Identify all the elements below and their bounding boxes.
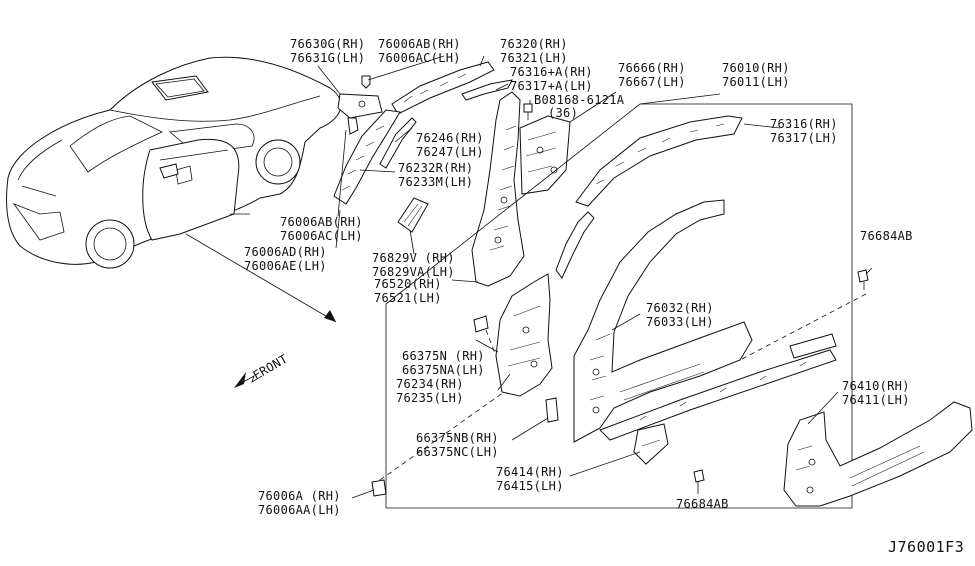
label-76316-lh: 76317(LH) [770,131,838,145]
label-76006AB-top-lh: 76006AC(LH) [378,51,461,65]
label-76006A-lh: 76006AA(LH) [258,503,341,517]
part-76246 [379,117,417,169]
front-arrow-icon: FRONT [234,352,290,388]
part-a-pillar-strip [555,211,595,279]
label-76246-lh: 76247(LH) [416,145,484,159]
label-76414-rh: 76414(RH) [496,465,564,479]
label-76006AB-mid-lh: 76006AC(LH) [280,229,363,243]
label-76010-rh: 76010(RH) [722,61,790,75]
label-76246-rh: 76246(RH) [416,131,484,145]
part-76414 [633,423,669,465]
label-76829-lh: 76829VA(LH) [372,265,455,279]
bolt-76684AB-bottom [693,469,705,483]
label-76010-lh: 76011(LH) [722,75,790,89]
leader-lines [317,55,873,499]
label-76006AB-mid-rh: 76006AB(RH) [280,215,363,229]
bolt-76684AB-top [857,269,869,290]
label-76032-rh: 76032(RH) [646,301,714,315]
label-76684AB-top: 76684AB [860,229,913,243]
label-76316A-lh: 76317+A(LH) [510,79,593,93]
part-76520 [471,91,525,287]
label-66375NB-lh: 66375NC(LH) [416,445,499,459]
label-76684AB-bottom: 76684AB [676,497,729,511]
label-08168: B08168-6121A [534,93,625,107]
label-76006A-rh: 76006A (RH) [258,489,341,503]
part-76630G [337,75,383,119]
label-76032-lh: 76033(LH) [646,315,714,329]
label-76410-lh: 76411(LH) [842,393,910,407]
clip-icon [347,117,359,135]
label-76232-rh: 76232R(RH) [398,161,473,175]
label-66375N-rh: 66375N (RH) [402,349,485,363]
part-76829 [397,197,429,233]
label-76630G-rh: 76630G(RH) [290,37,365,51]
part-76032 [573,199,753,443]
label-76006AD-rh: 76006AD(RH) [244,245,327,259]
clip-76006A [371,479,387,497]
part-76234 [495,273,553,397]
label-76414-lh: 76415(LH) [496,479,564,493]
part-76320 [391,61,495,115]
part-66375N [473,315,489,333]
label-76234-lh: 76235(LH) [396,391,464,405]
label-76234-rh: 76234(RH) [396,377,464,391]
label-76666-rh: 76666(RH) [618,61,686,75]
label-76232-lh: 76233M(LH) [398,175,473,189]
part-labels: 76630G(RH) 76631G(LH) 76006AB(RH) 76006A… [244,37,964,556]
label-76006AD-lh: 76006AE(LH) [244,259,327,273]
label-66375NB-rh: 66375NB(RH) [416,431,499,445]
part-76010-sill [599,333,837,441]
label-08168-qty: (36) [548,106,578,120]
part-66375NB [545,397,559,423]
label-76316A-rh: 76316+A(RH) [510,65,593,79]
label-76320-lh: 76321(LH) [500,51,568,65]
diagram-code: J76001F3 [888,538,964,556]
label-76829-rh: 76829V (RH) [372,251,455,265]
label-76630G-lh: 76631G(LH) [290,51,365,65]
part-76316 [575,115,743,207]
label-76320-rh: 76320(RH) [500,37,568,51]
car-illustration [6,56,342,323]
part-76316A [461,79,513,101]
label-76520-lh: 76521(LH) [374,291,442,305]
label-76316-rh: 76316(RH) [770,117,838,131]
part-76410 [783,401,973,507]
front-label: FRONT [251,352,291,383]
label-76520-rh: 76520(RH) [374,277,442,291]
part-76232 [333,109,401,205]
assembly-box [385,103,853,509]
bolt-icon [523,103,533,120]
label-76006AB-top-rh: 76006AB(RH) [378,37,461,51]
part-76666 [519,115,571,195]
label-66375N-lh: 66375NA(LH) [402,363,485,377]
label-76410-rh: 76410(RH) [842,379,910,393]
label-76666-lh: 76667(LH) [618,75,686,89]
